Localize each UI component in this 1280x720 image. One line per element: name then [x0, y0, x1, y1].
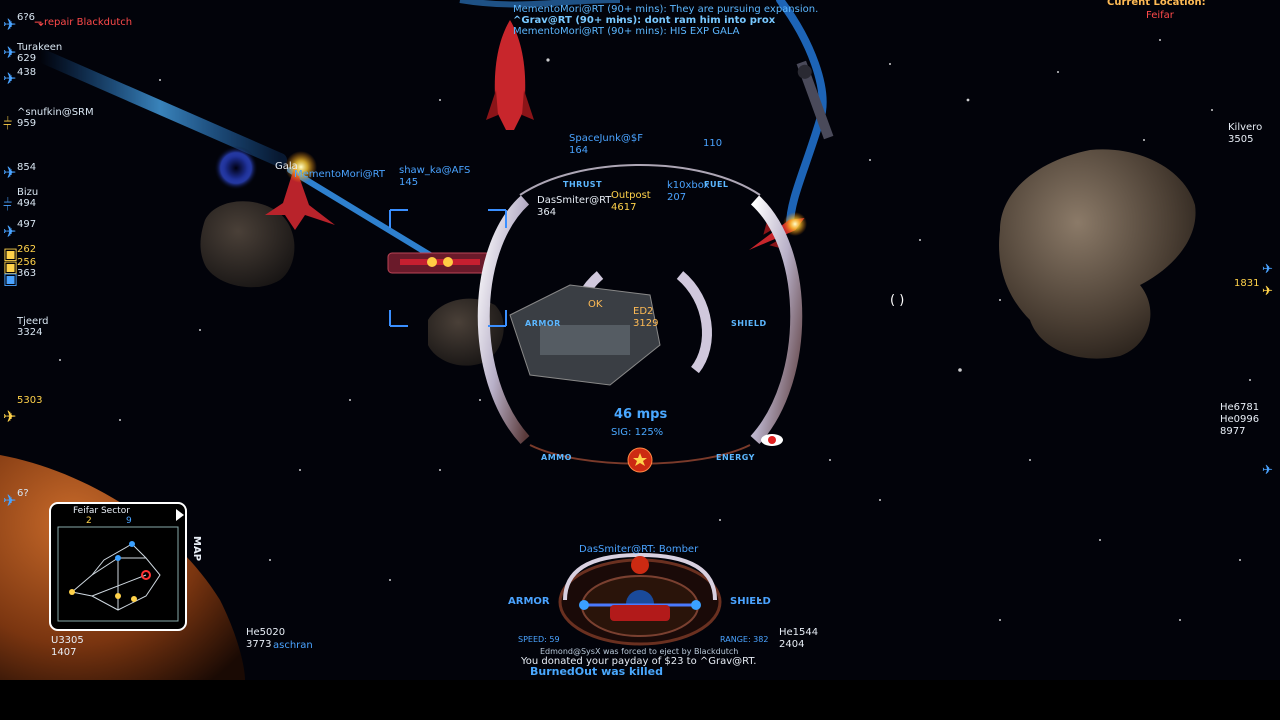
target-panel-title: DasSmiter@RT: Bomber	[579, 544, 699, 555]
thrust-label: THRUST	[563, 180, 603, 189]
hud-reticle	[389, 164, 803, 465]
message-donate: You donated your payday of $23 to ^Grav@…	[521, 656, 757, 667]
ship-icon: ✈	[3, 15, 17, 34]
chat-line: ^Grav@RT (90+ mins): dont ram him into p…	[513, 15, 776, 26]
roster-entry[interactable]: 262	[17, 244, 37, 255]
minimap-count-a: 2	[86, 516, 92, 526]
ship-icon: ✈	[3, 69, 17, 88]
target-panel-armor: ARMOR	[508, 596, 550, 607]
laser-beam	[287, 167, 433, 258]
target-label-110[interactable]: 110	[703, 138, 723, 149]
target-panel-range: RANGE: 382	[720, 635, 769, 644]
fuel-label: FUEL	[704, 180, 729, 189]
message-killed: BurnedOut was killed	[530, 665, 663, 678]
svg-text:( ): ( )	[890, 293, 904, 308]
chat-log: MementoMori@RT (90+ mins): They are purs…	[513, 4, 818, 37]
ship-icon: ✈	[3, 43, 17, 62]
pod-icon: ⫩	[3, 114, 13, 133]
ship-icon: ✈	[1262, 262, 1273, 277]
target-panel-shield: SHIELD	[730, 596, 771, 607]
laser-beam	[33, 48, 287, 167]
target-label-gala[interactable]: Gala	[275, 161, 298, 172]
roster-entry[interactable]: 6?6	[17, 12, 36, 23]
starfield	[59, 19, 1251, 621]
ship-far	[796, 60, 834, 140]
letterbox-bar	[0, 680, 1280, 720]
minimap-count-b: 9	[126, 516, 132, 526]
target-label-ok[interactable]: OK	[588, 299, 603, 310]
roster-entry-right[interactable]: 1831	[1234, 278, 1260, 289]
eye-icon	[761, 434, 783, 446]
asteroid-large	[999, 149, 1196, 359]
enemy-ship-top	[486, 20, 534, 130]
roster-entry[interactable]: 438	[17, 67, 37, 78]
armor-label: ARMOR	[525, 319, 561, 328]
station-center	[509, 284, 661, 386]
asteroid-left	[200, 201, 295, 288]
ship-icon: ✈	[3, 491, 17, 510]
pod-icon: ⫩	[3, 195, 13, 214]
ship-icon: ✈	[1262, 284, 1273, 299]
speed-readout: 46 mps	[614, 407, 668, 422]
ship-icon: ✈	[1262, 463, 1273, 478]
chat-line: MementoMori@RT (90+ mins): They are purs…	[513, 4, 819, 15]
message-eject: Edmond@SysX was forced to eject by Black…	[540, 647, 739, 656]
location-value: Feifar	[1146, 10, 1174, 21]
roster-entry[interactable]: 854	[17, 162, 37, 173]
base-icon: ▣	[3, 269, 19, 288]
wormhole	[214, 146, 258, 190]
ship-icon: ✈	[3, 163, 17, 182]
minimap-tab[interactable]: MAP	[191, 536, 202, 562]
target-panel	[558, 552, 722, 646]
roster-entry[interactable]: 256	[17, 257, 37, 268]
station-ship	[387, 252, 493, 274]
shield-label: SHIELD	[731, 319, 767, 328]
minimap[interactable]	[49, 502, 187, 631]
signature-readout: SIG: 125%	[611, 427, 664, 438]
repair-arrow-icon: ⬎	[34, 15, 45, 29]
target-label-mementomori[interactable]: MementoMori@RT	[294, 169, 386, 180]
ship-gala	[265, 151, 335, 230]
location-label: Current Location:	[1107, 0, 1206, 8]
ship-icon: ✈	[3, 407, 17, 426]
base-icon: ▣	[3, 257, 19, 276]
energy-label: ENERGY	[716, 453, 755, 462]
player-emblem	[627, 447, 653, 473]
roster-entry-bottom[interactable]: aschran	[273, 640, 313, 651]
laser-beam	[459, 0, 621, 8]
roster-entry[interactable]: 6?	[17, 488, 29, 499]
roster-entry[interactable]: 5303	[17, 395, 43, 406]
roster-entry[interactable]: 497	[17, 219, 37, 230]
chat-line: MementoMori@RT (90+ mins): HIS EXP GALA	[513, 26, 740, 37]
ship-icon: ✈	[3, 222, 17, 241]
base-icon: ▣	[3, 244, 19, 263]
minimap-title: Feifar Sector	[73, 506, 130, 516]
ammo-label: AMMO	[541, 453, 572, 462]
target-panel-speed: SPEED: 59	[518, 635, 560, 644]
roster-entry[interactable]: 363	[17, 268, 37, 279]
repair-notice: repair Blackdutch	[44, 17, 133, 28]
